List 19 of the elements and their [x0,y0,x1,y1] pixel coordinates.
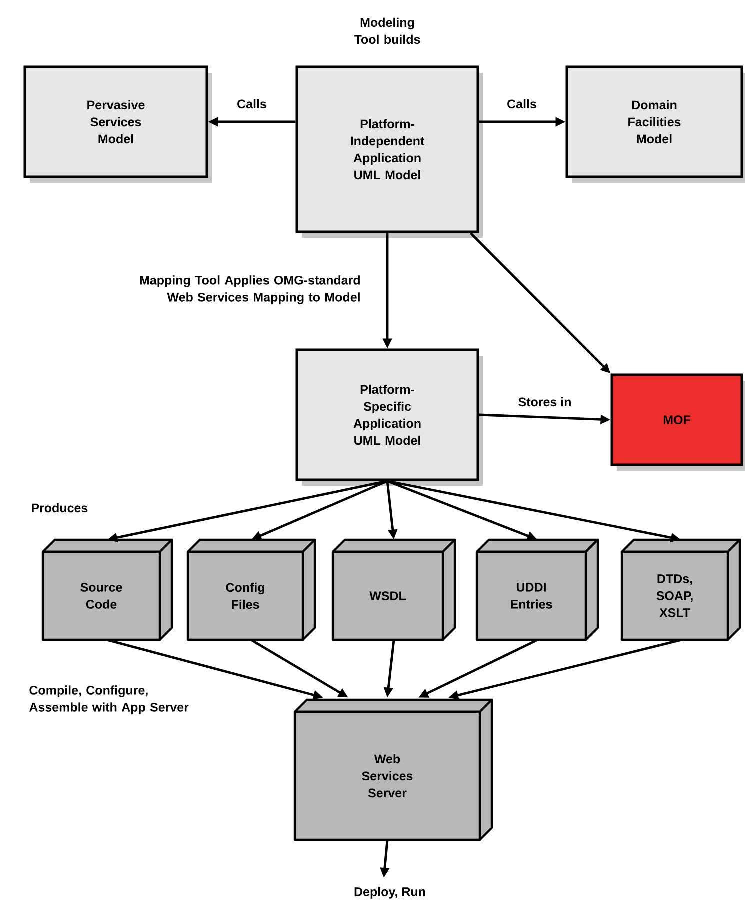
node-label: Modeling Tool builds [354,18,420,44]
model-box: MOF [610,374,745,471]
edge-label: Stores in [517,396,573,408]
model-box: Pervasive Services Model [24,66,212,183]
edge-label: Calls [506,98,538,110]
artifact-block: DTDs, SOAP, XSLT [620,538,742,642]
model-box: Platform-Independent Application UML Model [296,66,483,238]
edge-label: Calls [236,98,268,110]
artifact-block: UDDI Entries [476,538,600,642]
model-box: Domain Facilities Model [566,66,745,183]
artifact-block: WSDL [332,538,456,642]
model-box: Platform-Specific Application UML Model [296,348,483,486]
artifact-block: Source Code [42,538,174,642]
artifact-block: Config Files [186,538,316,642]
edge-label: Mapping Tool Applies OMG-standard Web Services Mapping to Model [128,274,362,306]
edge-label: Deploy, Run [353,886,427,900]
note: Produces [32,503,88,513]
artifact-block: Web Services Server [294,698,494,842]
note: Compile, Configure, Assemble with App Server [30,686,189,714]
